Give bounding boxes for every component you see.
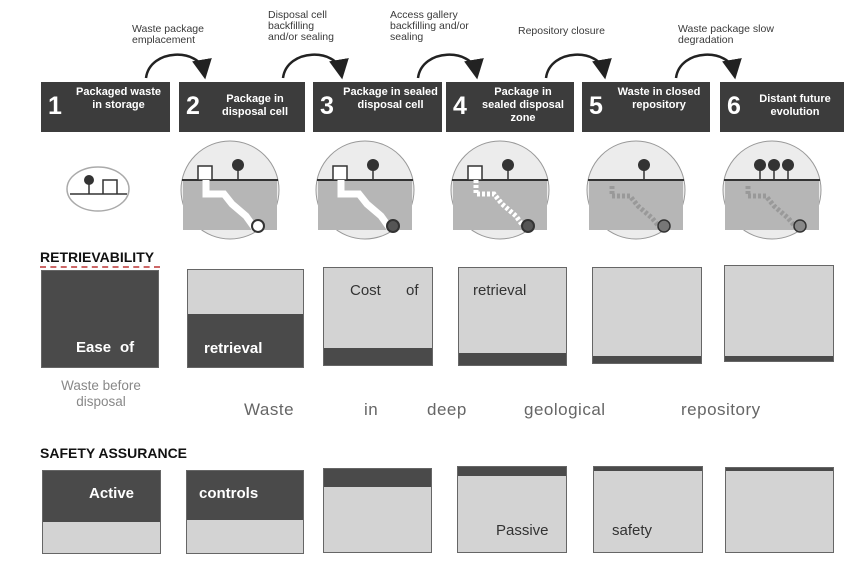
active-fill: [324, 469, 431, 488]
retrievability-box-1: Ease of: [41, 270, 159, 368]
ease-fill: [324, 347, 432, 365]
active-fill: [43, 471, 160, 522]
active-fill: [594, 467, 702, 472]
ease-word: Ease: [76, 339, 112, 356]
sealed-zone-illustration: [450, 140, 550, 240]
safety-box-4: Passive: [457, 466, 567, 553]
caption-word-waste: Waste: [244, 400, 295, 419]
caption-word-in: in: [364, 400, 379, 419]
stage-number: 2: [186, 92, 200, 120]
safety-box-3: [323, 468, 432, 553]
caption-word-deep: deep: [427, 400, 467, 419]
passive-word: Passive: [496, 522, 549, 539]
stage-1: 1 Packaged waste in storage: [41, 82, 170, 132]
caption-waste-before: Waste before disposal: [61, 378, 141, 409]
disposal-cell-illustration: [180, 140, 280, 240]
stage-3: 3 Package in sealed disposal cell: [313, 82, 442, 132]
stage-label: Package in sealed disposal cell: [343, 86, 438, 111]
stage-6: 6 Distant future evolution: [720, 82, 844, 132]
active-fill: [187, 471, 303, 521]
arrow-2: [281, 53, 349, 80]
ease-fill: [593, 356, 701, 363]
controls-word: controls: [199, 485, 259, 502]
retrievability-heading: RETRIEVABILITY: [40, 249, 155, 265]
safety-heading: SAFETY ASSURANCE: [40, 445, 188, 461]
distant-future-illustration: [722, 140, 822, 240]
arrow-5: [674, 53, 742, 80]
ease-fill: [42, 271, 158, 367]
transition-label-4: Repository closure: [518, 25, 605, 37]
stage-number: 6: [727, 92, 741, 120]
retrievability-box-6: [724, 265, 834, 362]
safety-box-2: controls: [186, 470, 304, 554]
of-word: of: [120, 339, 135, 356]
ease-fill: [725, 356, 833, 361]
retrieval-word: retrieval: [473, 282, 527, 299]
stage-number: 4: [453, 92, 467, 120]
retrievability-box-3: Cost of: [323, 267, 433, 366]
stage-5: 5 Waste in closed repository: [582, 82, 710, 132]
stage-number: 5: [589, 92, 603, 120]
stage-2: 2 Package in disposal cell: [179, 82, 305, 132]
stage-illustrations: [66, 140, 822, 240]
transition-label-3: Access gallery backfilling and/or sealin…: [390, 9, 469, 43]
stage-4: 4 Package in sealed disposal zone: [446, 82, 574, 132]
stage-label: Waste in closed repository: [617, 86, 701, 111]
safety-box-5: safety: [593, 466, 703, 553]
transition-label-1: Waste package emplacement: [132, 23, 204, 46]
retrieval-word: retrieval: [204, 340, 263, 357]
stage-label: Package in sealed disposal zone: [482, 86, 564, 124]
stage-number: 1: [48, 92, 62, 120]
safety-box-6: [725, 467, 834, 553]
arrow-4: [544, 53, 612, 80]
ease-fill: [188, 313, 303, 367]
active-fill: [726, 468, 833, 471]
stage-label: Package in disposal cell: [221, 93, 289, 118]
of-word: of: [406, 282, 419, 299]
arrow-3: [416, 53, 484, 80]
transition-label-5: Waste package slow degradation: [678, 23, 774, 46]
closed-repository-illustration: [586, 140, 686, 240]
cost-word: Cost: [350, 282, 381, 299]
retrievability-box-2: retrieval: [187, 269, 304, 368]
active-word: Active: [89, 485, 135, 502]
transition-label-2: Disposal cell backfilling and/or sealing: [268, 9, 334, 43]
caption-word-geological: geological: [524, 400, 606, 419]
sealed-cell-illustration: [315, 140, 415, 240]
retrievability-box-5: [592, 267, 702, 364]
storage-illustration: [66, 166, 130, 212]
stage-number: 3: [320, 92, 334, 120]
stage-label: Distant future evolution: [759, 93, 831, 118]
safety-box-1: Active: [42, 470, 161, 554]
ease-fill: [459, 353, 566, 365]
active-fill: [458, 467, 566, 476]
safety-word: safety: [612, 522, 653, 539]
arrow-1: [144, 53, 212, 80]
transition-arrows: [144, 53, 742, 80]
retrievability-dashed-line: [40, 266, 160, 268]
retrievability-box-4: retrieval: [458, 267, 567, 366]
stage-label: Packaged waste in storage: [76, 86, 161, 111]
caption-word-repository: repository: [681, 400, 761, 419]
